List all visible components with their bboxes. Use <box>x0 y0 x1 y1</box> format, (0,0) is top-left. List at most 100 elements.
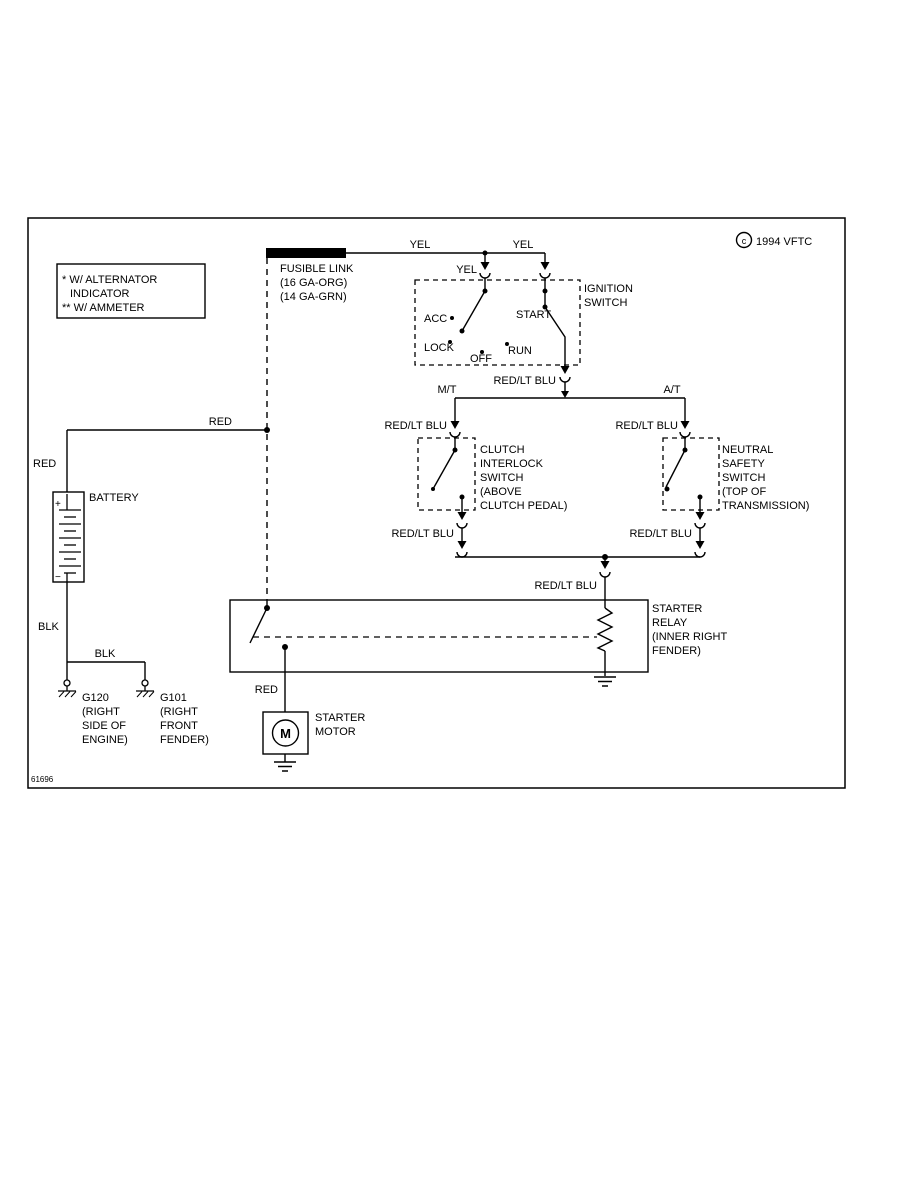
blk-label-1: BLK <box>38 621 59 633</box>
clutch-switch-contacts <box>431 447 465 541</box>
copyright-badge: c 1994 VFTC <box>735 231 812 249</box>
connector-icon <box>694 540 706 558</box>
starter-relay-label-4: FENDER) <box>652 645 701 657</box>
red-label-3: RED <box>255 684 278 696</box>
copyright-circle-icon <box>735 231 753 249</box>
starter-relay-label-2: RELAY <box>652 617 688 629</box>
fusible-link-label-1: FUSIBLE LINK <box>280 263 354 275</box>
main-feed-wire <box>264 258 270 600</box>
neutral-switch-label-3: SWITCH <box>722 472 765 484</box>
fusible-link-label-2: (16 GA-ORG) <box>280 277 347 289</box>
g101-label-1: G101 <box>160 692 187 704</box>
yel-label-3: YEL <box>456 264 477 276</box>
starter-relay-label: STARTER RELAY (INNER RIGHT FENDER) <box>652 603 727 657</box>
neutral-switch-label-2: SAFETY <box>722 458 765 470</box>
connector-icon <box>456 540 468 558</box>
branch-label-mt: M/T <box>438 384 457 396</box>
copyright-symbol: c <box>742 236 747 246</box>
motor-ground-icon <box>273 761 297 772</box>
ground-g120-label: G120 (RIGHT SIDE OF ENGINE) <box>82 692 128 746</box>
starter-relay-box <box>229 599 649 673</box>
g120-label-1: G120 <box>82 692 109 704</box>
ignition-pos-start: START <box>516 309 551 321</box>
g101-label-4: FENDER) <box>160 734 209 746</box>
page-code: 61696 <box>31 775 54 784</box>
battery-frame <box>52 491 85 583</box>
battery-negative-wire <box>66 582 146 680</box>
red-label-2: RED <box>33 458 56 470</box>
starter-relay-label-3: (INNER RIGHT <box>652 631 727 643</box>
fusible-link: FUSIBLE LINK (16 GA-ORG) (14 GA-GRN) <box>266 248 354 303</box>
connector-icon <box>679 420 691 438</box>
ignition-switch-label-1: IGNITION <box>584 283 633 295</box>
ground-g120-icon <box>57 679 77 698</box>
yel-label-1: YEL <box>410 239 431 251</box>
clutch-switch-label-4: (ABOVE <box>480 486 522 498</box>
g120-label-4: ENGINE) <box>82 734 128 746</box>
neutral-switch-label-5: TRANSMISSION) <box>722 500 809 512</box>
motor-symbol-m: M <box>280 726 291 741</box>
neutral-switch-label: NEUTRAL SAFETY SWITCH (TOP OF TRANSMISSI… <box>722 444 809 512</box>
neutral-switch-contacts <box>664 447 703 541</box>
connector-icon <box>449 420 461 438</box>
ground-g101-icon <box>135 679 155 698</box>
diagram-border <box>27 217 846 789</box>
motor-circle-icon <box>271 719 300 747</box>
branch-label-at: A/T <box>663 384 680 396</box>
battery-symbol <box>52 491 85 583</box>
ground-g101-label: G101 (RIGHT FRONT FENDER) <box>160 692 209 746</box>
starter-motor-label-1: STARTER <box>315 712 365 724</box>
ignition-switch-contacts <box>448 288 566 366</box>
clutch-interlock-box <box>417 437 476 511</box>
note-line-2: INDICATOR <box>70 288 130 300</box>
relay-coil <box>596 600 614 676</box>
neutral-safety-box <box>662 437 720 511</box>
g101-label-2: (RIGHT <box>160 706 198 718</box>
notes-box: * W/ ALTERNATOR INDICATOR ** W/ AMMETER <box>56 263 206 319</box>
neutral-switch-label-4: (TOP OF <box>722 486 766 498</box>
copyright-text: 1994 VFTC <box>756 236 812 248</box>
ignition-pos-run: RUN <box>508 345 532 357</box>
neutral-switch-label-1: NEUTRAL <box>722 444 773 456</box>
redltblu-label-6: RED/LT BLU <box>534 580 597 592</box>
clutch-switch-label: CLUTCH INTERLOCK SWITCH (ABOVE CLUTCH PE… <box>480 444 567 512</box>
fusible-link-bar <box>266 248 346 258</box>
yel-label-2: YEL <box>513 239 534 251</box>
red-label-1: RED <box>209 416 232 428</box>
clutch-switch-label-2: INTERLOCK <box>480 458 544 470</box>
relay-contact <box>249 600 597 650</box>
ignition-pos-lock: LOCK <box>424 342 455 354</box>
ignition-output-wire <box>455 382 685 399</box>
battery-label: BATTERY <box>89 492 139 504</box>
battery-positive-wire <box>66 429 267 492</box>
starter-motor-label: STARTER MOTOR <box>315 712 365 738</box>
g120-label-2: (RIGHT <box>82 706 120 718</box>
redltblu-label-4: RED/LT BLU <box>391 528 454 540</box>
connector-icon <box>456 511 468 529</box>
ignition-pos-off: OFF <box>470 353 492 365</box>
battery-minus: − <box>55 572 61 583</box>
redltblu-label-1: RED/LT BLU <box>493 375 556 387</box>
ignition-switch-label-2: SWITCH <box>584 297 627 309</box>
redltblu-label-2: RED/LT BLU <box>384 420 447 432</box>
redltblu-label-3: RED/LT BLU <box>615 420 678 432</box>
fusible-link-label-3: (14 GA-GRN) <box>280 291 347 303</box>
connector-icon <box>539 261 551 279</box>
starter-motor-label-2: MOTOR <box>315 726 356 738</box>
lower-bus-wire <box>455 554 700 600</box>
relay-ground-icon <box>593 676 617 687</box>
ignition-pos-acc: ACC <box>424 313 447 325</box>
g120-label-3: SIDE OF <box>82 720 126 732</box>
ignition-switch-box <box>414 279 581 366</box>
top-feed-wire <box>346 250 546 291</box>
redltblu-label-5: RED/LT BLU <box>629 528 692 540</box>
starter-motor-symbol <box>262 711 309 762</box>
battery-plus: + <box>55 499 61 510</box>
clutch-switch-label-5: CLUTCH PEDAL) <box>480 500 567 512</box>
connector-icon <box>694 511 706 529</box>
connector-icon <box>599 560 611 578</box>
note-line-3: ** W/ AMMETER <box>62 302 145 314</box>
blk-label-2: BLK <box>95 648 116 660</box>
